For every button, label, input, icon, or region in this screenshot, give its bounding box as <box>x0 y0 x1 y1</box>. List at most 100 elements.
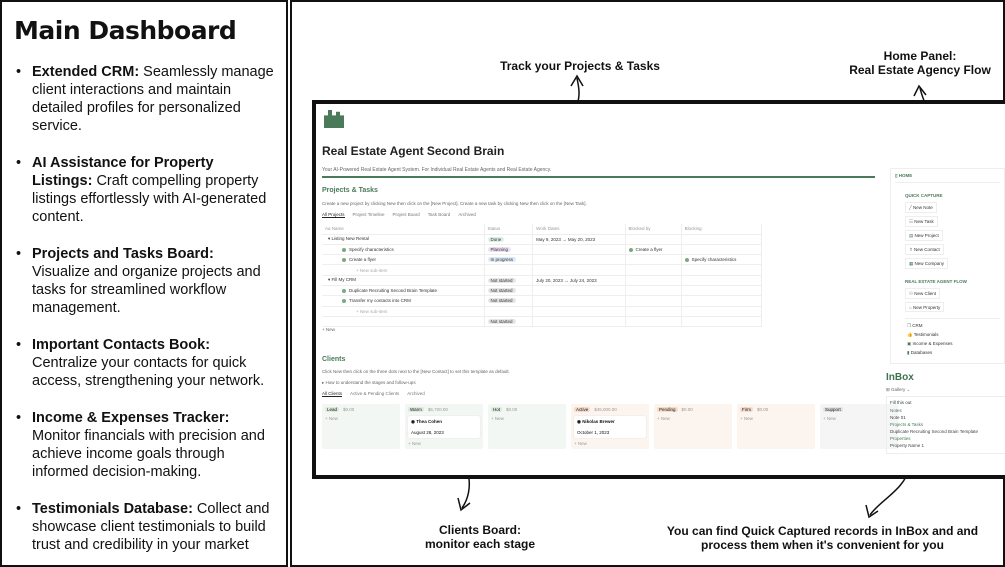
new-card-button[interactable]: + New <box>408 441 421 446</box>
column-header[interactable]: Work Dates <box>532 224 626 235</box>
task-name[interactable]: ▾ Listing New Rental <box>328 236 370 242</box>
tab-clients-1[interactable]: Active & Pending Clients <box>350 391 400 396</box>
feature-name: Important Contacts Book: <box>32 337 211 353</box>
status-badge[interactable]: Not started <box>487 288 516 294</box>
task-name[interactable]: Transfer my contacts into CRM <box>349 298 411 304</box>
feature-description: Monitor financials with precision and ac… <box>32 428 265 480</box>
new-card-button[interactable]: + New <box>491 416 504 421</box>
task-name[interactable]: Create a flyer <box>349 257 377 263</box>
stage-amount: $0.00 <box>506 407 518 412</box>
tab-projects-1[interactable]: Project Timeline <box>352 212 385 217</box>
new-card-button[interactable]: + New <box>657 416 670 421</box>
tab-clients-0[interactable]: All Clients <box>322 391 343 397</box>
new-card-button[interactable]: + New <box>740 416 753 421</box>
tab-projects-4[interactable]: Archived <box>458 212 476 217</box>
home-item-label: New Client <box>914 290 937 296</box>
dates-value: July 20, 2023 → July 24, 2023 <box>536 277 597 283</box>
status-badge[interactable]: Not started <box>487 277 516 283</box>
blocking-cell <box>681 295 763 307</box>
inbox-item[interactable]: Property Name 1 <box>890 443 925 448</box>
task-name[interactable]: ▾ Fill My CRM <box>328 277 357 283</box>
table-row[interactable]: ▾ Fill My CRM Not started July 20, 2023 → … <box>322 275 763 286</box>
new-card-button[interactable]: + New <box>823 416 836 421</box>
table-row[interactable]: + New sub-item <box>322 306 763 317</box>
blocked-cell <box>625 264 682 276</box>
column-header[interactable]: Aa Name <box>322 224 485 235</box>
task-name[interactable]: + New sub-item <box>356 267 388 273</box>
feature-panel: Main Dashboard Extended CRM: Seamlessly … <box>0 0 288 567</box>
table-row[interactable]: Create a flyer In progress Specify charact… <box>322 254 763 266</box>
status-badge[interactable]: In progress <box>487 257 517 263</box>
stage-label: Lead <box>325 407 340 412</box>
stage-label: Pending <box>657 407 678 412</box>
status-badge[interactable]: Planning <box>487 246 512 252</box>
table-row[interactable]: Duplicate Recruiting Second Brain Templa… <box>322 285 763 297</box>
blocked-cell: Create a flyer <box>625 244 682 256</box>
feature-item: Important Contacts Book: Centralize your… <box>14 336 274 390</box>
home-income-expenses-button[interactable]: ▣ Income & Expenses <box>907 341 1000 347</box>
arrow-track-head <box>570 74 584 87</box>
status-cell <box>484 264 534 276</box>
client-name: Nikolas Brewer <box>582 419 615 424</box>
status-badge[interactable]: Not started <box>487 319 516 325</box>
dates-cell <box>532 254 626 266</box>
column-header[interactable]: Blocking <box>681 224 763 235</box>
home-new-property-button[interactable]: ⌂ New Property <box>905 302 945 312</box>
task-icon <box>342 247 346 252</box>
gallery-view-select[interactable]: ⊞ Gallery ⌄ <box>886 387 911 392</box>
home-databases-button[interactable]: ▮ Databases <box>907 350 1000 356</box>
inbox-title: InBox <box>886 372 914 383</box>
home-new-task-button[interactable]: ☷ New Task <box>905 216 938 227</box>
home-item-label: New Property <box>912 304 941 310</box>
dates-cell <box>532 244 626 256</box>
table-row[interactable]: Transfer my contacts into CRM Not started <box>322 295 763 307</box>
stage-label: Active <box>574 407 591 412</box>
tab-projects-3[interactable]: Task Board <box>427 212 451 217</box>
home-new-client-button[interactable]: ⚇ New Client <box>905 288 941 299</box>
new-card-button[interactable]: + New <box>325 416 338 421</box>
new-card-button[interactable]: + New <box>574 441 587 446</box>
home-new-contact-button[interactable]: ⇑ New Contact <box>905 244 944 255</box>
tab-projects-0[interactable]: All Projects <box>322 212 345 218</box>
stage-amount: $0.00 <box>343 407 355 412</box>
board-column-pending: Pending$0.00+ New <box>654 404 732 449</box>
board-column-support: Support+ New <box>820 404 898 449</box>
projects-new-button[interactable]: + New <box>322 327 335 332</box>
home-crm-button[interactable]: ❐ CRM <box>907 323 1000 329</box>
home-testimonials-button[interactable]: 👍 Testimonials <box>907 332 1000 338</box>
status-badge[interactable]: Done <box>487 236 505 242</box>
tab-clients-2[interactable]: Archived <box>407 391 425 396</box>
home-new-project-button[interactable]: ▤ New Project <box>905 230 943 241</box>
table-row[interactable]: ▾ Listing New Rental Done May 9, 2023 → Ma… <box>322 234 763 245</box>
column-header[interactable]: Status <box>484 224 534 235</box>
column-header[interactable]: Blocked by <box>625 224 682 235</box>
table-row[interactable]: + New sub-item <box>322 264 763 276</box>
tab-projects-2[interactable]: Project Board <box>392 212 420 217</box>
status-badge[interactable]: Not started <box>487 298 516 304</box>
table-row[interactable]: Specify characteristics Planning Create a … <box>322 244 763 256</box>
dates-cell <box>532 285 626 297</box>
stage-amount: $45,000.00 <box>594 407 617 412</box>
task-icon <box>342 288 346 293</box>
status-cell: Not started <box>484 275 534 286</box>
feature-item: Extended CRM: Seamlessly manage client i… <box>14 63 274 135</box>
money-icon: ▣ <box>907 341 913 346</box>
blocking-cell: Specify characteristics <box>681 254 763 266</box>
home-item-label: Databases <box>910 350 933 355</box>
task-name[interactable]: + New sub-item <box>356 308 388 314</box>
board-column-lead: Lead$0.00 + New <box>322 404 400 449</box>
inbox-item[interactable]: Note 01 <box>890 415 906 420</box>
inbox-item[interactable]: Duplicate Recruiting Second Brain Templa… <box>890 429 978 434</box>
home-new-company-button[interactable]: ▦ New Company <box>905 258 949 269</box>
name-cell: Transfer my contacts into CRM <box>322 295 485 307</box>
task-name[interactable]: Specify characteristics <box>349 246 394 252</box>
home-new-note-button[interactable]: ╱ New Note <box>905 202 937 213</box>
stages-toggle[interactable]: ▸ How to understand the stages and follo… <box>322 380 416 385</box>
dates-value: May 9, 2023 → May 20, 2023 <box>536 236 596 242</box>
table-row[interactable]: Not started <box>322 316 763 328</box>
status-cell: Not started <box>484 285 534 297</box>
task-name[interactable]: Duplicate Recruiting Second Brain Templa… <box>349 288 437 294</box>
